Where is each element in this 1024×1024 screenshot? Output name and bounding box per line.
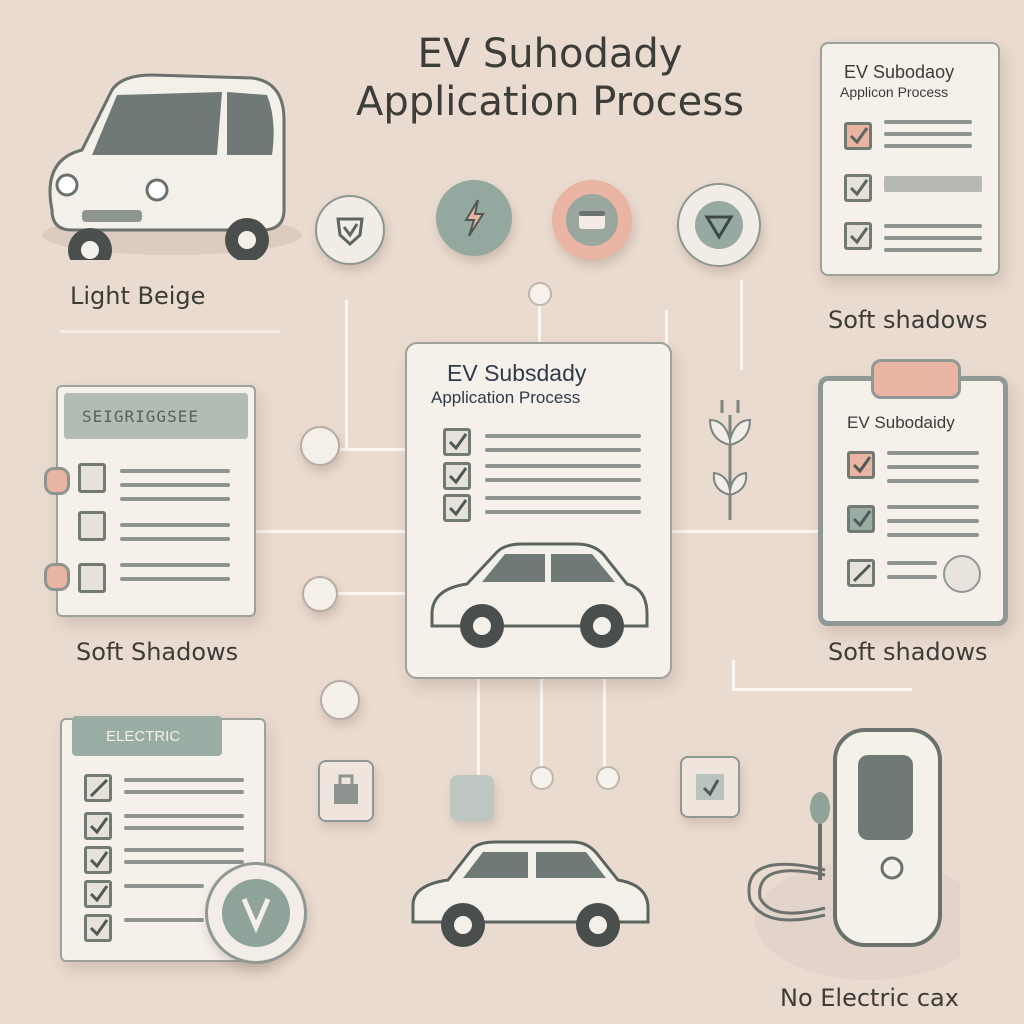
card-title-line-1: EV Subodaoy <box>844 62 955 82</box>
page-title: EV Suhodady Application Process <box>300 30 800 126</box>
lightning-icon[interactable] <box>436 180 512 256</box>
document-icon[interactable] <box>450 775 494 821</box>
left-node-icon-3[interactable] <box>320 680 360 720</box>
caption-soft-shadows-right-middle: Soft shadows <box>828 638 988 666</box>
binder-checklist-left[interactable]: SEIGRIGGSEE <box>44 385 256 617</box>
car-illustration-top <box>22 60 302 272</box>
caption-soft-shadows-right-upper: Soft shadows <box>828 306 988 334</box>
center-application-card[interactable]: EV Subsdady Application Process <box>405 342 672 679</box>
plant-icon <box>700 395 760 530</box>
clipboard-checklist-right[interactable]: EV Subodaidy <box>818 359 1008 626</box>
left-node-icon-2[interactable] <box>302 576 338 612</box>
caption-light-beige: Light Beige <box>70 282 206 310</box>
binder-header: SEIGRIGGSEE <box>64 393 248 439</box>
center-card-title-line-1: EV Subsdady <box>447 360 587 386</box>
shield-check-icon[interactable] <box>315 195 385 265</box>
card-title-line-2: Applicon Process <box>840 84 949 100</box>
form-tab-label: ELECTRIC <box>106 728 181 745</box>
caption-no-electric-car: No Electric cax <box>780 984 959 1012</box>
left-node-icon-1[interactable] <box>300 426 340 466</box>
center-card-title-line-2: Application Process <box>431 388 581 407</box>
title-line-2: Application Process <box>356 79 744 125</box>
car-illustration-bottom <box>408 830 653 965</box>
caption-soft-shadows-left: Soft Shadows <box>76 638 239 666</box>
lock-doc-icon[interactable] <box>318 760 374 822</box>
checklist-card-top-right[interactable]: EV Subodaoy Applicon Process <box>820 42 1000 276</box>
clipboard-clip <box>871 359 961 399</box>
form-tab: ELECTRIC <box>72 716 222 756</box>
title-line-1: EV Suhodady <box>417 31 683 77</box>
approve-check-badge[interactable] <box>205 862 307 964</box>
charging-station-illustration <box>730 700 985 985</box>
binder-header-label: SEIGRIGGSEE <box>82 407 199 426</box>
wallet-icon[interactable] <box>552 180 632 260</box>
center-car-illustration <box>427 534 652 659</box>
clipboard-stamp-icon <box>943 555 981 593</box>
checklist-small-icon[interactable] <box>680 756 740 818</box>
clipboard-title: EV Subodaidy <box>847 413 955 432</box>
triangle-check-icon[interactable] <box>677 183 761 267</box>
